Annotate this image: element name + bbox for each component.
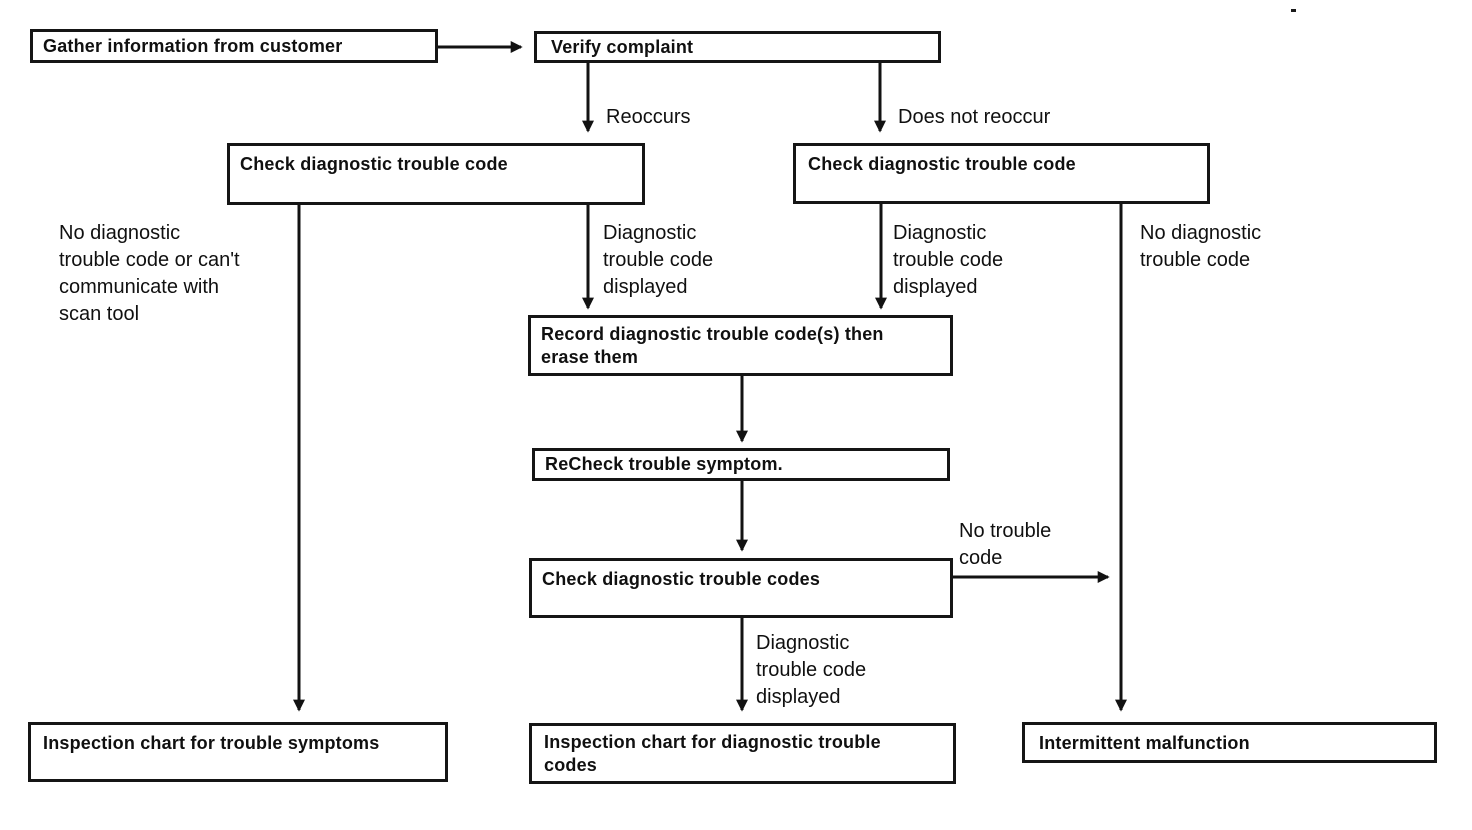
edge-label-no-dtc-or-cant-communicate: No diagnostic trouble code or can't comm…: [59, 222, 240, 325]
node-inspection-chart-trouble-symptoms: Inspection chart for trouble symptoms: [28, 722, 448, 782]
node-record-erase-dtc: Record diagnostic trouble code(s) then e…: [528, 315, 953, 376]
node-intermittent-malfunction: Intermittent malfunction: [1022, 722, 1437, 763]
edge-label-no-trouble-code: No trouble code: [959, 520, 1052, 569]
node-check-dtc-right: Check diagnostic trouble code: [793, 143, 1210, 204]
edge-label-does-not-reoccur: Does not reoccur: [898, 106, 1051, 128]
node-check-dtc-codes: Check diagnostic trouble codes: [529, 558, 953, 618]
edge-label-no-dtc-right: No diagnostic trouble code: [1140, 222, 1262, 271]
edge-label-dtc-displayed-right: Diagnostic trouble code displayed: [893, 222, 1004, 298]
node-gather-information: Gather information from customer: [30, 29, 438, 63]
edge-label-reoccurs: Reoccurs: [606, 106, 691, 128]
scan-artifact-dot: [1291, 9, 1296, 12]
node-check-dtc-left: Check diagnostic trouble code: [227, 143, 645, 205]
node-inspection-chart-dtc: Inspection chart for diagnostic trouble …: [529, 723, 956, 784]
node-recheck-trouble-symptom: ReCheck trouble symptom.: [532, 448, 950, 481]
node-verify-complaint: Verify complaint: [534, 31, 941, 63]
edge-label-dtc-displayed-left: Diagnostic trouble code displayed: [603, 222, 714, 298]
edge-label-dtc-displayed-bottom: Diagnostic trouble code displayed: [756, 632, 867, 708]
